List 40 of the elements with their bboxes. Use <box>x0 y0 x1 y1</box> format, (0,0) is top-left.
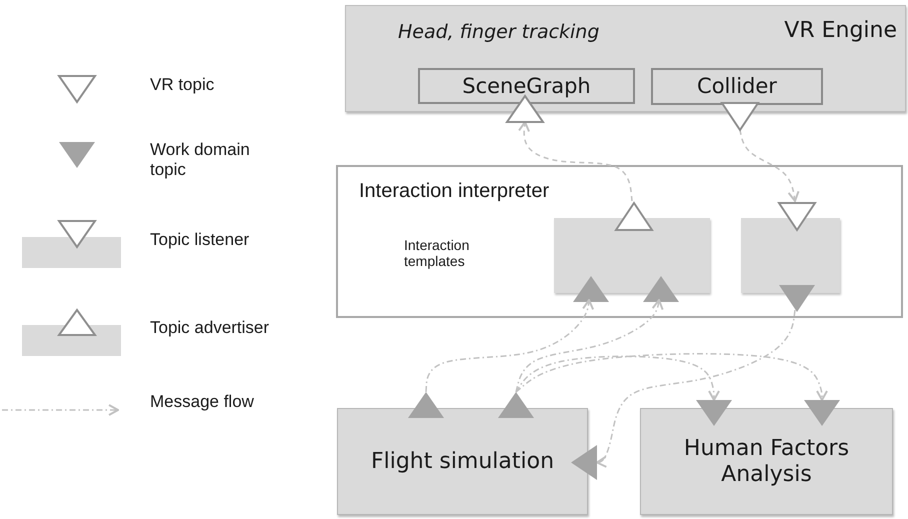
legend-text: Topic advertiser <box>150 318 270 338</box>
legend-text: Topic listener <box>150 230 250 250</box>
advertiser-triangle <box>616 203 652 230</box>
system-box <box>337 408 588 515</box>
component-box <box>418 68 635 104</box>
listener-triangle <box>696 400 732 426</box>
legend-text: Work domain topic <box>150 140 251 181</box>
message-flow-arrow <box>515 299 664 392</box>
system-label: Human Factors Analysis <box>682 436 850 487</box>
listener-triangle <box>779 203 815 230</box>
component-label: Collider <box>697 74 777 99</box>
panel-title: Interaction interpreter <box>359 180 550 203</box>
message-flow-arrow <box>425 299 594 392</box>
advertiser-triangle <box>573 276 609 302</box>
advertiser-triangle <box>643 276 679 302</box>
template-box <box>741 218 840 293</box>
message-flow-arrow <box>516 353 828 401</box>
listener-triangle <box>779 285 815 312</box>
engine-panel <box>345 5 906 112</box>
message-flow-arrow <box>739 130 800 202</box>
listener-triangle <box>804 400 840 426</box>
message-flow-arrow <box>515 356 720 401</box>
component-box <box>651 68 823 105</box>
system-label: Flight simulation <box>370 448 556 474</box>
group-label: Interaction templates <box>404 237 470 270</box>
legend-text: VR topic <box>150 75 216 96</box>
listener-triangle <box>722 103 758 130</box>
message-flow-arrow <box>596 310 796 468</box>
template-box <box>554 218 710 293</box>
panel-title: VR Engine <box>784 18 897 44</box>
legend-text: Message flow <box>150 392 255 412</box>
interpreter-frame <box>336 165 903 318</box>
advertiser-triangle <box>408 392 444 418</box>
message-flow-arrow <box>518 121 633 202</box>
component-label: SceneGraph <box>462 74 591 98</box>
subtitle-text: Head, finger tracking <box>398 22 600 44</box>
listener-triangle <box>571 445 597 480</box>
system-box <box>640 408 893 515</box>
advertiser-triangle <box>507 96 543 122</box>
advertiser-triangle <box>498 392 534 418</box>
